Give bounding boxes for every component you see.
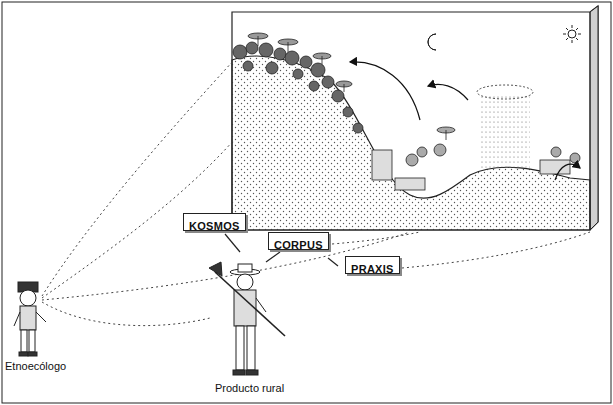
speech-box: CORPUS: [268, 232, 329, 250]
box-text: KOSMOS: [189, 220, 240, 232]
figure-label: Producto rural: [214, 382, 285, 394]
box-text: PRAXIS: [351, 263, 394, 275]
speech-box: PRAXIS: [345, 256, 400, 274]
figure-label: Etnoecólogo: [4, 360, 67, 372]
speech-box: KOSMOS: [183, 213, 246, 231]
box-text: CORPUS: [274, 239, 323, 251]
